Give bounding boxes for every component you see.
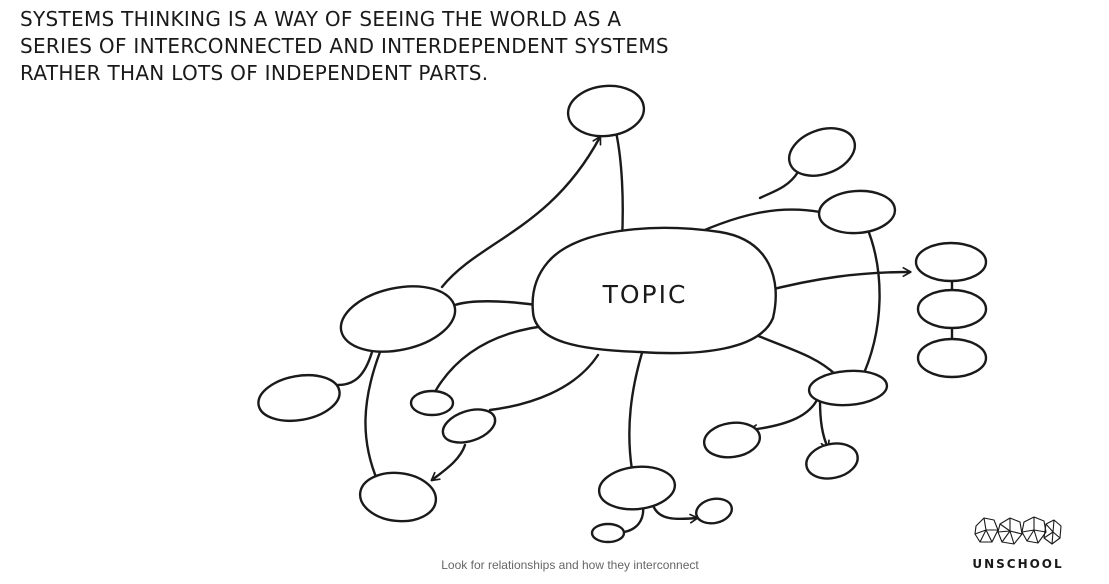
headline-line-3: RATHER THAN LOTS OF INDEPENDENT PARTS. xyxy=(20,61,489,85)
node-mid-left xyxy=(441,408,497,444)
headline-line-2: SERIES OF INTERCONNECTED AND INTERDEPEND… xyxy=(20,34,669,58)
topic-label: TOPIC xyxy=(602,280,688,309)
connector-lines xyxy=(336,130,954,534)
connector-topic-to-stack xyxy=(760,267,912,294)
node-topic xyxy=(531,226,777,355)
connector-topic-to-top-node xyxy=(614,130,624,242)
node-bottom-left xyxy=(358,471,438,523)
geometric-logo-icon xyxy=(974,516,1062,545)
connector-topic-to-bottom-center xyxy=(628,341,647,472)
node-stack-top xyxy=(914,241,988,283)
connector-topic-to-mid-left-node xyxy=(488,353,600,412)
connector-lower-right-to-left-child xyxy=(748,396,820,435)
node-tiny-bottom xyxy=(590,522,626,544)
caption: Look for relationships and how they inte… xyxy=(441,558,699,572)
connector-left-to-bottom-left xyxy=(364,350,382,484)
diagram-nodes: TOPIC xyxy=(257,84,988,544)
node-left xyxy=(339,285,457,353)
node-lower-right xyxy=(807,369,889,407)
brand-logo: UNSCHOOL xyxy=(968,514,1068,571)
connector-bottom-center-to-tiny-node xyxy=(651,503,699,524)
node-right xyxy=(817,189,897,235)
node-stack-middle xyxy=(916,288,988,330)
connector-lower-right-to-bottom-child xyxy=(818,398,830,450)
headline: SYSTEMS THINKING IS A WAY OF SEEING THE … xyxy=(20,6,669,87)
connector-left-to-far-left xyxy=(336,350,374,387)
connector-left-node-to-top-node xyxy=(440,135,602,289)
headline-line-1: SYSTEMS THINKING IS A WAY OF SEEING THE … xyxy=(20,7,622,31)
node-far-left xyxy=(257,373,341,423)
node-stack-bottom xyxy=(916,337,988,379)
node-lower-right-left-child xyxy=(702,421,762,459)
node-lower-right-bottom-child xyxy=(805,442,859,480)
brand-name: UNSCHOOL xyxy=(972,557,1064,571)
node-tiny-right xyxy=(695,497,733,525)
connector-mid-left-to-bottom-left xyxy=(430,443,467,482)
node-top xyxy=(566,84,646,138)
node-upper-right xyxy=(787,127,857,177)
node-bottom-center xyxy=(597,465,677,511)
connector-upper-right-branch xyxy=(758,170,800,200)
node-small-mid xyxy=(409,389,455,417)
connector-topic-to-small-node xyxy=(434,323,555,392)
connector-topic-to-left-node xyxy=(453,300,538,307)
connector-lower-right-to-right-node xyxy=(858,223,881,384)
